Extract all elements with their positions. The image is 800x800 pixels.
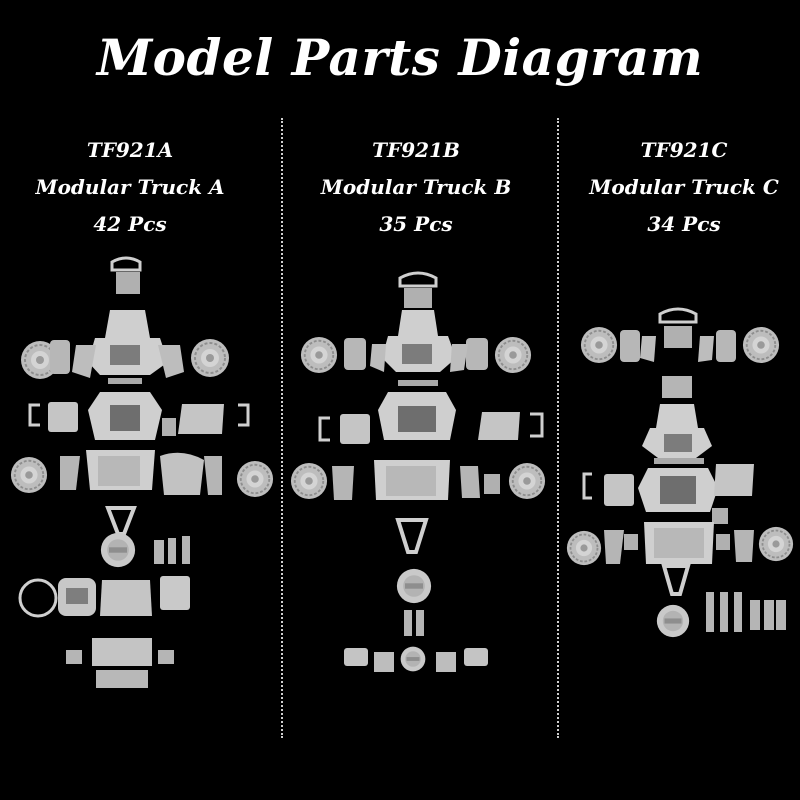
kit-b-header: TF921B Modular Truck B 35 Pcs — [286, 132, 546, 243]
page-title: Model Parts Diagram — [96, 28, 704, 87]
kit-a-count: 42 Pcs — [93, 212, 167, 236]
kit-b-code: TF921B — [372, 138, 460, 162]
kit-b-parts — [290, 271, 546, 672]
kit-b-count: 35 Pcs — [379, 212, 453, 236]
kit-c-parts — [566, 307, 794, 638]
kit-c-name: Modular Truck C — [589, 175, 779, 199]
kit-a-parts — [10, 256, 274, 688]
column-divider — [281, 118, 283, 738]
kit-a-code: TF921A — [86, 138, 174, 162]
kit-b-name: Modular Truck B — [320, 175, 512, 199]
kit-c-header: TF921C Modular Truck C 34 Pcs — [554, 132, 800, 243]
kit-c-count: 34 Pcs — [647, 212, 721, 236]
kit-c-code: TF921C — [640, 138, 728, 162]
column-divider — [557, 118, 559, 738]
kit-a-header: TF921A Modular Truck A 42 Pcs — [0, 132, 260, 243]
kit-a-name: Modular Truck A — [35, 175, 225, 199]
